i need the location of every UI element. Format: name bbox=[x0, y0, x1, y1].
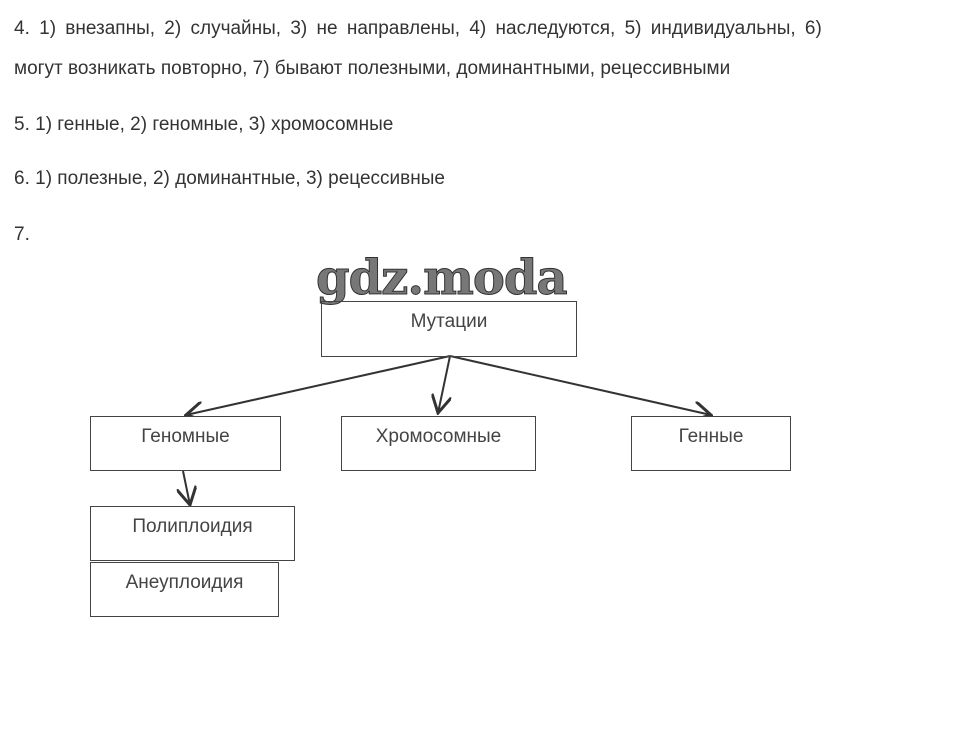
box-label: Геномные bbox=[141, 426, 230, 447]
box-genomic: Геномные bbox=[90, 416, 281, 471]
box-aneuploidy: Анеуплоидия bbox=[90, 562, 279, 617]
box-gene: Генные bbox=[631, 416, 791, 471]
box-label: Мутации bbox=[410, 311, 488, 332]
answer-6: 6. 1) полезные, 2) доминантные, 3) рецес… bbox=[14, 168, 445, 189]
watermark-logo: gdz.moda bbox=[316, 250, 569, 307]
box-polyploidy: Полиплоидия bbox=[90, 506, 295, 561]
answer-4-line-2: могут возникать повторно, 7) бывают поле… bbox=[14, 58, 731, 79]
answer-7-label: 7. bbox=[14, 224, 30, 245]
box-mutations: Мутации bbox=[321, 301, 577, 357]
arrow-to-polyploidy bbox=[183, 470, 190, 505]
arrow-to-genomic bbox=[186, 355, 451, 415]
box-label: Полиплоидия bbox=[132, 516, 253, 537]
box-label: Хромосомные bbox=[375, 426, 502, 447]
answer-4-line-1: 4. 1) внезапны, 2) случайны, 3) не напра… bbox=[14, 18, 822, 39]
box-label: Генные bbox=[678, 426, 744, 447]
box-chromosomal: Хромосомные bbox=[341, 416, 536, 471]
arrow-to-gene bbox=[449, 355, 711, 415]
answer-5: 5. 1) генные, 2) геномные, 3) хромосомны… bbox=[14, 114, 394, 135]
box-label: Анеуплоидия bbox=[125, 572, 244, 593]
arrow-to-chromosomal bbox=[438, 355, 450, 413]
